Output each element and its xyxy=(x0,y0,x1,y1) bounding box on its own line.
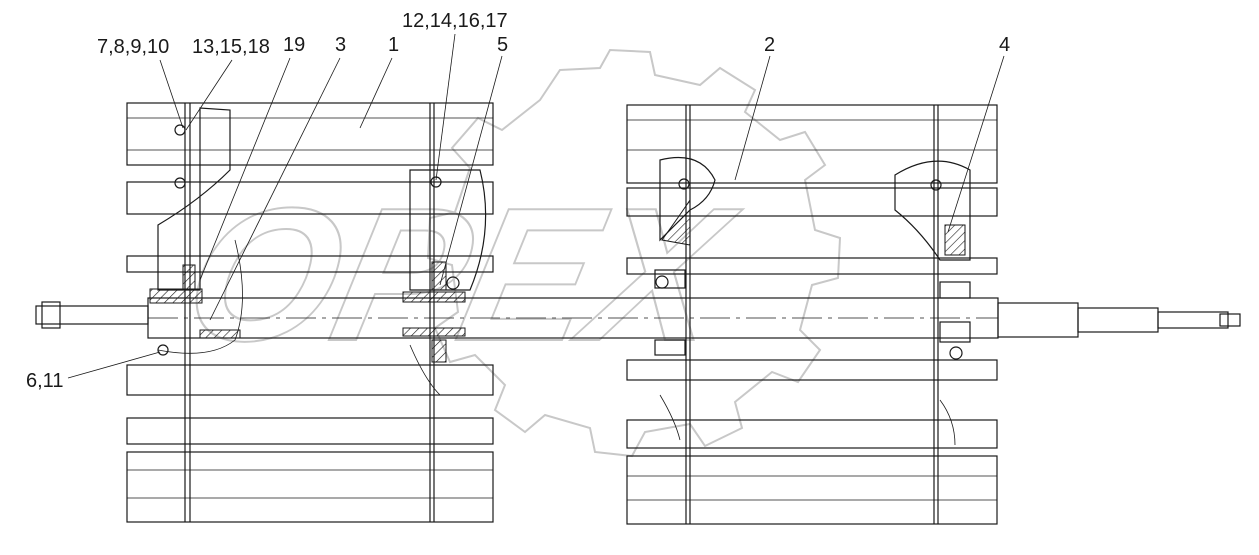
leader-lines xyxy=(67,33,1005,379)
label-4: 4 xyxy=(999,34,1010,56)
label-1: 1 xyxy=(388,34,399,56)
label-3: 3 xyxy=(335,34,346,56)
left-roller-assembly xyxy=(126,102,494,523)
label-5: 5 xyxy=(497,34,508,56)
label-6-11: 6,11 xyxy=(26,370,63,392)
right-roller-assembly xyxy=(626,104,998,525)
shaft xyxy=(35,297,1241,339)
label-7-8-9-10: 7,8,9,10 xyxy=(97,36,169,58)
label-2: 2 xyxy=(764,34,775,56)
label-12-14-16-17: 12,14,16,17 xyxy=(402,10,508,32)
label-13-15-18: 13,15,18 xyxy=(192,36,270,58)
label-19: 19 xyxy=(283,34,305,56)
